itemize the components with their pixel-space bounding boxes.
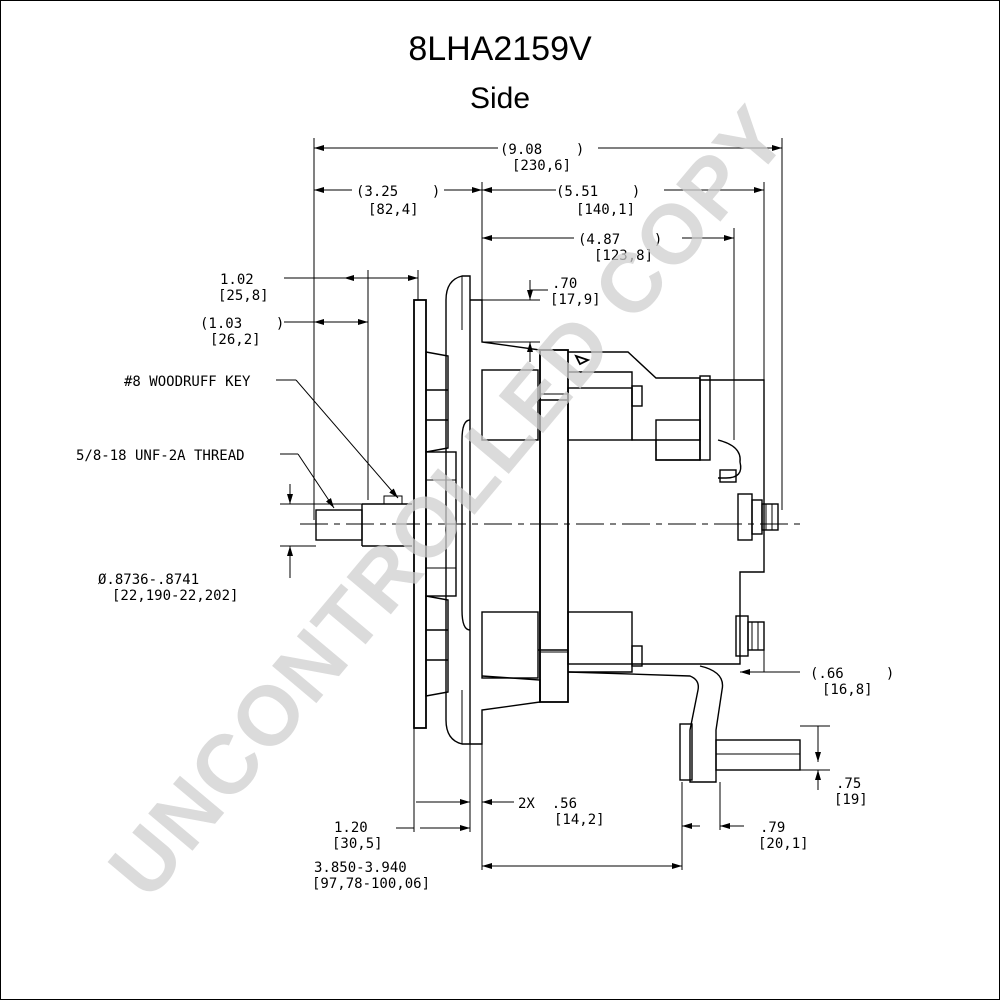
dim-body-mm: [123,8] <box>594 248 653 264</box>
dim-rear-ear-mm: [20,1] <box>758 836 809 852</box>
dim-overall-in: (9.08 ) <box>500 142 584 158</box>
alternator-outline <box>300 275 801 783</box>
dim-rear-mm: [140,1] <box>576 202 635 218</box>
mounting-foot <box>481 665 801 783</box>
callout-thread: 5/8-18 UNF-2A THREAD <box>76 448 245 464</box>
dim-front-mm: [82,4] <box>368 202 419 218</box>
dim-body-in: (4.87 ) <box>578 232 662 248</box>
view-label: Side <box>469 82 531 115</box>
dim-key-mm: [26,2] <box>210 332 261 348</box>
callout-woodruff-key: #8 WOODRUFF KEY <box>124 374 251 390</box>
dim-mount-dia-in: .75 <box>836 776 861 792</box>
dimension-lines <box>276 138 830 870</box>
dim-rear-ear-in: .79 <box>760 820 785 836</box>
drawing-title: 8LHA2159V <box>408 30 592 68</box>
dim-ear-width-mm: [14,2] <box>554 812 605 828</box>
dim-ear-width-in: 2X .56 <box>518 796 577 812</box>
rear-housing <box>538 351 779 673</box>
dimension-labels: (9.08 ) [230,6] (3.25 ) [82,4] (5.51 ) [… <box>76 142 894 892</box>
dim-mount-span-mm: [97,78-100,06] <box>312 876 430 892</box>
dim-front-mount-in: 1.20 <box>334 820 368 836</box>
dim-terminal-mm: [16,8] <box>822 682 873 698</box>
dim-front-mount-mm: [30,5] <box>332 836 383 852</box>
dim-hub-in: 1.02 <box>220 272 254 288</box>
stator <box>539 349 569 703</box>
dim-key-in: (1.03 ) <box>200 316 284 332</box>
dim-rear-in: (5.51 ) <box>556 184 640 200</box>
dim-overall-mm: [230,6] <box>512 158 571 174</box>
watermark-text: UNCONTROLLED COPY <box>90 88 805 914</box>
callout-shaft-dia: Ø.8736-.8741 <box>98 572 199 588</box>
dim-mount-span-in: 3.850-3.940 <box>314 860 407 876</box>
dim-hub-mm: [25,8] <box>218 288 269 304</box>
dim-flange-mm: [17,9] <box>550 292 601 308</box>
dim-front-in: (3.25 ) <box>356 184 440 200</box>
callout-shaft-dia-mm: [22,190-22,202] <box>112 588 238 604</box>
dim-terminal-in: (.66 ) <box>810 666 894 682</box>
dim-flange-in: .70 <box>552 276 577 292</box>
dim-mount-dia-mm: [19] <box>834 792 868 808</box>
